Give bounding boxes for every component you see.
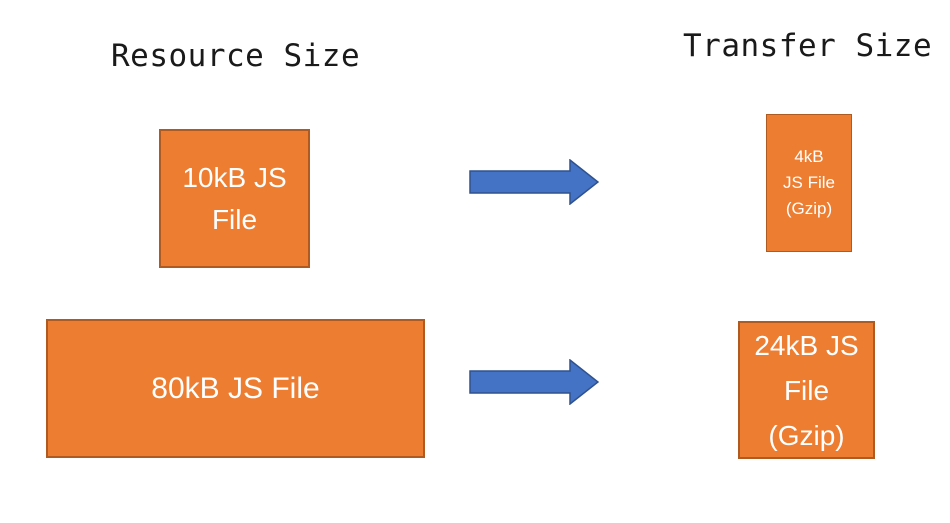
box-label-line: 10kB JS bbox=[182, 161, 287, 193]
resource-box-10kb: 10kB JS File bbox=[159, 129, 310, 268]
transfer-box-24kb: 24kB JS File (Gzip) bbox=[738, 321, 875, 459]
right-arrow-shape bbox=[469, 159, 599, 205]
transfer-box-4kb: 4kB JS File (Gzip) bbox=[766, 114, 852, 252]
box-label-line: (Gzip) bbox=[785, 199, 833, 218]
right-arrow-shape bbox=[469, 359, 599, 405]
box-label-line: (Gzip) bbox=[768, 419, 845, 451]
right-arrow-icon bbox=[469, 359, 599, 405]
transfer-size-title: Transfer Size bbox=[683, 28, 933, 64]
resource-size-title: Resource Size bbox=[111, 38, 361, 74]
right-arrow-icon bbox=[469, 159, 599, 205]
box-label-line: 24kB JS bbox=[754, 329, 859, 361]
box-label-line: 80kB JS File bbox=[151, 371, 320, 405]
resource-box-80kb: 80kB JS File bbox=[46, 319, 425, 458]
box-label-line: File bbox=[211, 203, 258, 235]
box-label-line: File bbox=[783, 374, 830, 406]
box-label-line: 4kB bbox=[794, 147, 824, 166]
box-label-line: JS File bbox=[783, 173, 835, 192]
